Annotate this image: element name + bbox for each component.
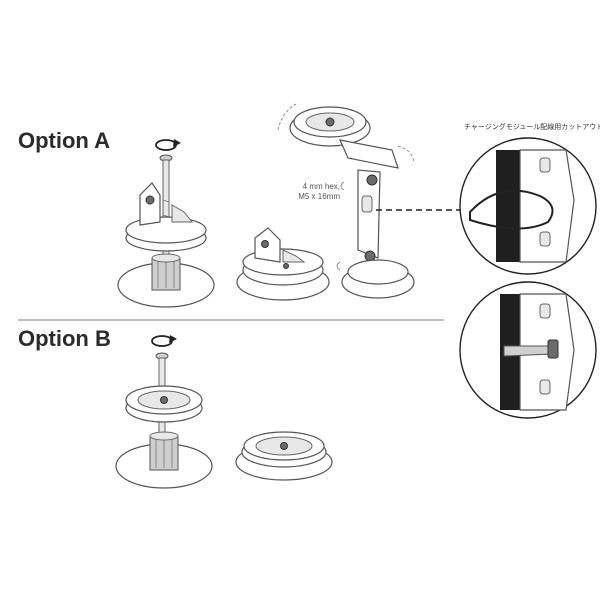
rotate-arrow-icon-b [151,335,177,347]
option-a-exploded-assembly [117,139,215,308]
gopro-adapter-icon [125,182,207,252]
option-b-assembled-adapter [235,431,333,481]
screw-spec-label: 4 mm hex, M5 x 16mm [268,182,340,202]
option-a-assembled-adapter [236,227,330,301]
quarter-turn-adapter-icon [125,385,203,423]
stem-cap-icon-b [115,431,213,489]
screw-spec-line1: 4 mm hex, [302,182,340,191]
option-b-label: Option B [18,326,111,351]
option-a-out-front-mount [277,103,460,299]
cutout-callout-label: チャージングモジュール配線用カットアウト [464,124,600,131]
option-a-label: Option A [18,128,111,153]
cable-detail-circle-bottom [459,281,597,419]
stem-cap-icon [117,253,215,308]
cable-detail-circle-top [459,137,597,275]
screw-spec-line2: M5 x 16mm [298,192,340,201]
rotate-arrow-icon [155,139,181,151]
option-b-exploded-assembly [115,335,213,489]
